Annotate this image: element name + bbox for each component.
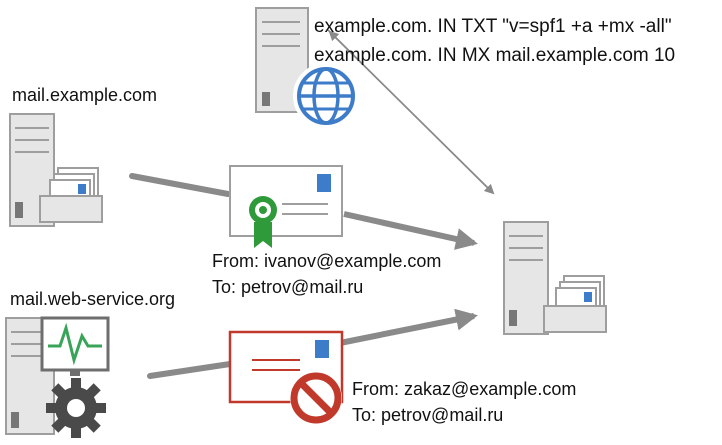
dns-mx-record: example.com. IN MX mail.example.com 10 [314, 45, 676, 66]
mail-server-receiver [503, 221, 549, 335]
spam-from-label: From: zakaz@example.com [352, 379, 577, 399]
approved-ribbon-icon [249, 196, 277, 248]
arrow-spam-to-letter [147, 361, 233, 379]
spam-to-label: To: petrov@mail.ru [352, 405, 504, 425]
dns-server [255, 7, 309, 113]
globe-icon [293, 63, 359, 129]
arrow-spam-to-receiver [339, 308, 478, 346]
host-legit-label: mail.example.com [12, 85, 158, 105]
dns-txt-record: example.com. IN TXT "v=spf1 +a +mx -all" [314, 16, 672, 37]
arrow-legit-to-letter [129, 173, 231, 197]
legit-from-label: From: ivanov@example.com [212, 251, 442, 271]
mail-tray-icon [543, 275, 607, 333]
host-spam-label: mail.web-service.org [10, 289, 176, 309]
gear-icon [46, 378, 106, 438]
monitor-pulse-icon [40, 316, 110, 376]
prohibited-icon [290, 372, 342, 424]
arrow-receiver-to-dns [328, 30, 494, 194]
mail-tray-icon [39, 167, 103, 223]
arrow-legit-to-receiver [343, 211, 478, 250]
letter-legit [229, 165, 343, 237]
legit-to-label: To: petrov@mail.ru [212, 277, 364, 297]
